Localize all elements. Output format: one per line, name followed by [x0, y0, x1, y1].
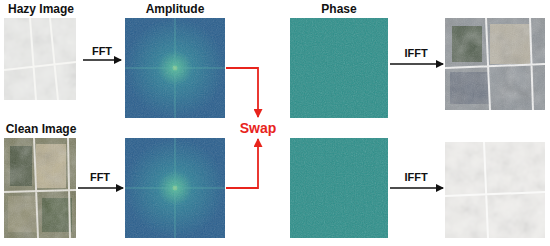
hazy-photo [4, 18, 76, 100]
ifft-arrow [390, 63, 443, 65]
image-title: Clean Image [1, 122, 81, 136]
transform-label: FFT [90, 171, 110, 184]
image-node: Hazy Image [1, 2, 81, 100]
image-title: Hazy Image [1, 2, 81, 16]
fft-arrow [83, 59, 121, 61]
image-node: Clean Image [1, 122, 81, 238]
transform-label: IFFT [404, 47, 427, 60]
ifft-arrow [390, 187, 443, 189]
transform-label: IFFT [404, 171, 427, 184]
amplitude-spectrum [125, 18, 225, 238]
swap-arrow [226, 68, 258, 117]
phase-spectrum [290, 18, 388, 238]
image-title: Phase [288, 2, 390, 16]
fft-arrow [78, 187, 123, 189]
output-photo [445, 18, 545, 238]
clean-photo [4, 138, 76, 238]
image-title: Amplitude [123, 2, 227, 16]
spectrum-node: Phase [288, 2, 390, 118]
transform-label: FFT [92, 45, 112, 58]
spectrum-node: Amplitude [123, 2, 227, 118]
swap-label: Swap [240, 120, 277, 136]
swap-arrow [226, 139, 258, 188]
